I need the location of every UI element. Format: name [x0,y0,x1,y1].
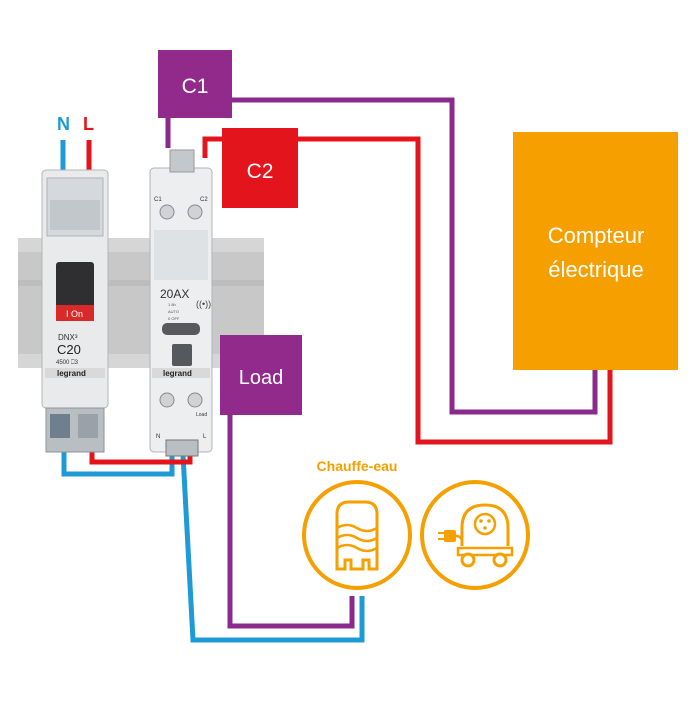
terminal-l-label: L [203,434,207,440]
contactor-brand: legrand [163,369,192,378]
meter-line-1: Compteur [548,223,645,248]
breaker-toggle[interactable] [56,262,94,318]
load-output-wire [227,395,355,629]
terminal-load-label: Load [196,412,207,418]
c1-tag-label: C1 [182,75,209,98]
contactor-mode-1: 1 8h [168,302,176,307]
terminal-c2-screw [187,204,203,220]
circuit-breaker: I On DNX³ C20 4500 ⎕3 legrand [41,169,109,453]
electric-meter: Compteur électrique [513,132,678,370]
neutral-label: N [57,114,70,134]
contactor-mode-2: AUTO [168,309,179,314]
wires [60,97,613,643]
c1-to-meter-wire [232,97,598,415]
c2-to-meter-wire [202,136,613,445]
terminal-c1-screw [159,204,175,220]
c2-tag-label: C2 [247,160,274,183]
terminal-n-label: N [156,434,160,440]
meter-line-2: électrique [548,257,643,282]
live-label: L [83,114,94,134]
contactor-button[interactable] [172,344,192,366]
neutral-load-wire [180,454,365,643]
terminal-load2-screw [187,392,203,408]
electric-car-charging-icon [420,480,530,590]
contactor-mode-3: 0 OFF [168,316,180,321]
load-tag: Load [220,335,302,415]
breaker-brand: legrand [57,369,86,378]
contactor: C1 C2 20AX ((•)) 1 8h AUTO 0 OFF legrand… [149,149,213,457]
breaker-rating: C20 [57,342,81,357]
breaker-code: 4500 ⎕3 [56,359,79,366]
terminal-c2-label: C2 [200,197,208,203]
terminal-c1-label: C1 [154,197,162,203]
load-tag-label: Load [239,367,284,389]
terminal-load-screw [159,392,175,408]
c1-tag: C1 [158,50,232,118]
breaker-model: DNX³ [58,333,78,342]
water-heater-icon [302,480,412,590]
water-heater-label: Chauffe-eau [317,458,398,474]
c2-tag: C2 [222,128,298,208]
contactor-selector-slot[interactable] [162,323,200,335]
contactor-rating: 20AX [160,287,189,301]
wifi-icon: ((•)) [196,299,211,309]
breaker-switch-text: I On [66,309,83,319]
